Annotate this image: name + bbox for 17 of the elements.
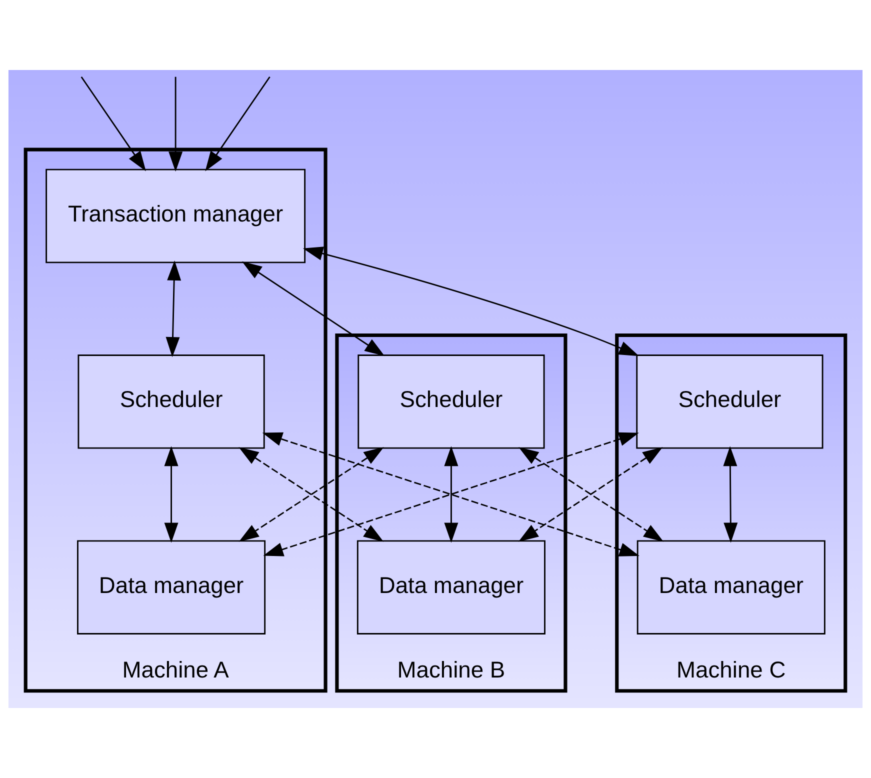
node-box: Data manager bbox=[77, 540, 266, 634]
arrow bbox=[164, 446, 178, 543]
arrow bbox=[238, 447, 384, 542]
arrow bbox=[166, 260, 182, 358]
node-box: Scheduler bbox=[636, 354, 824, 449]
arrow bbox=[302, 246, 639, 356]
arrow bbox=[723, 446, 738, 543]
arrow bbox=[205, 76, 270, 172]
node-box: Scheduler bbox=[358, 354, 545, 449]
node-box: Transaction manager bbox=[46, 168, 306, 264]
arrow bbox=[242, 261, 385, 356]
arrow bbox=[168, 76, 183, 172]
node-box: Data manager bbox=[356, 540, 546, 634]
node-box: Scheduler bbox=[78, 354, 265, 449]
node-box: Data manager bbox=[636, 540, 826, 634]
arrow bbox=[444, 446, 458, 543]
arrow bbox=[80, 76, 146, 172]
